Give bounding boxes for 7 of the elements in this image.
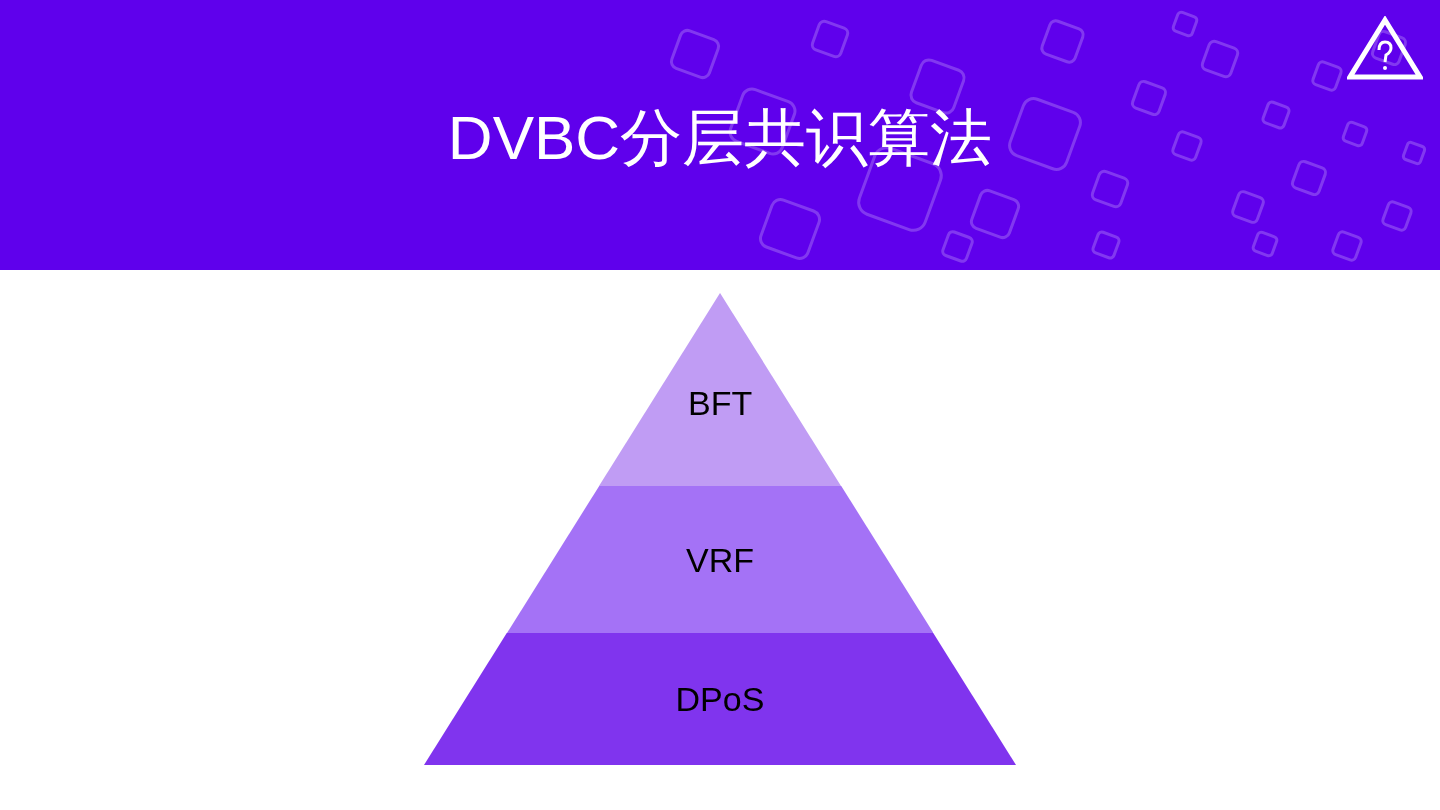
tier-label: DPoS [675, 679, 765, 719]
tier-label: VRF [686, 539, 754, 580]
pyramid-tier [506, 486, 934, 633]
pyramid-tier [598, 293, 841, 486]
tier-label: BFT [688, 383, 753, 423]
title: DVBC分层共识算法 [446, 102, 994, 174]
pyramid-tier [424, 633, 1016, 765]
